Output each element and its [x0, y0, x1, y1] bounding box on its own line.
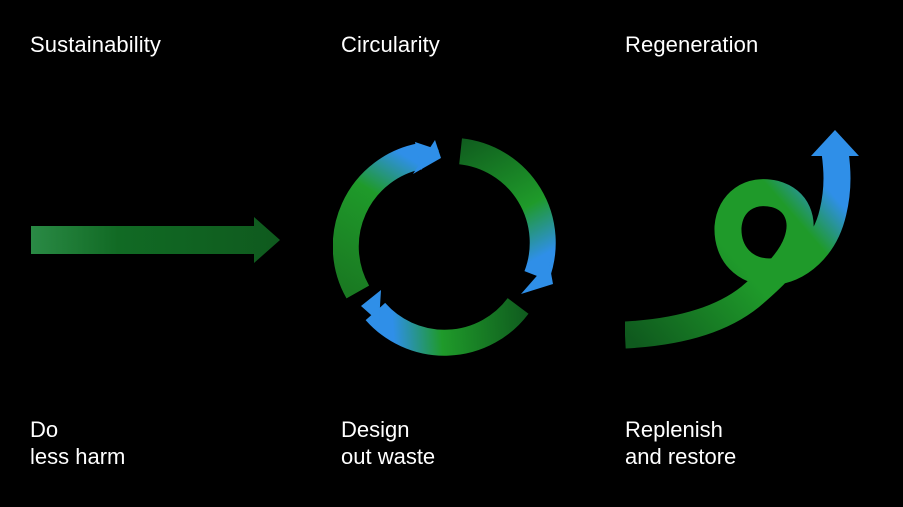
- caption-line: Design: [341, 417, 410, 442]
- column-circularity: Circularity: [333, 0, 601, 507]
- caption-line: Replenish: [625, 417, 723, 442]
- column-regeneration: Regeneration Replenish and restore: [625, 0, 895, 507]
- heading-regeneration: Regeneration: [625, 32, 759, 57]
- caption-line: out waste: [341, 444, 436, 469]
- heading-circularity: Circularity: [341, 32, 440, 57]
- caption-circularity: Design out waste: [341, 416, 435, 470]
- circular-arrows-icon: [333, 138, 556, 356]
- column-sustainability: Sustainability Do less harm: [30, 0, 320, 507]
- caption-line: and restore: [625, 444, 737, 469]
- caption-line: less harm: [30, 444, 126, 469]
- heading-sustainability: Sustainability: [30, 32, 162, 57]
- caption-regeneration: Replenish and restore: [625, 416, 736, 470]
- loop-up-arrow-icon: [625, 130, 859, 349]
- straight-arrow-icon: [31, 217, 280, 263]
- caption-line: Do: [30, 417, 59, 442]
- caption-sustainability: Do less harm: [30, 416, 125, 470]
